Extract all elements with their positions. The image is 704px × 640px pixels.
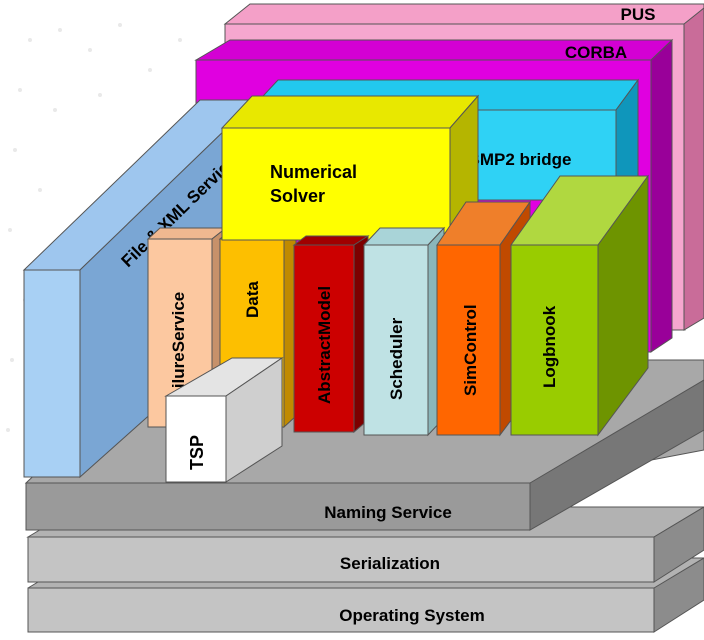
filexml-front-face (23, 269, 81, 478)
tsp-label: TSP (187, 435, 207, 470)
logbnook-side-face (597, 174, 649, 437)
block-logbnook: Logbnook (510, 174, 649, 437)
simcontrol-front-face (436, 244, 501, 436)
naming-side-face (529, 379, 704, 531)
naming-front-face (25, 482, 531, 531)
logbnook-front-face (510, 244, 599, 436)
serialization-side-face (653, 506, 704, 583)
failure-label: FailureService (169, 292, 188, 408)
abstract-front-face (293, 244, 355, 433)
naming-label: Naming Service (324, 503, 452, 522)
pus-side-face (683, 7, 704, 331)
os-label: Operating System (339, 606, 485, 625)
serialization-label: Serialization (340, 554, 440, 573)
scheduler-front-face (363, 244, 429, 436)
block-abstract-model: AbstractModel (292, 235, 370, 434)
block-scheduler: Scheduler (362, 226, 446, 437)
solver-label-line1: Numerical (270, 162, 357, 182)
block-numerical-solver: Numerical Solver (220, 94, 480, 242)
corba-side-face (650, 38, 673, 353)
solver-top-face (220, 95, 480, 129)
block-tsp: TSP (164, 357, 284, 483)
tsp-side-face (225, 357, 283, 483)
background-pattern (6, 23, 182, 432)
solver-label-line2: Solver (270, 186, 325, 206)
os-side-face (653, 557, 704, 633)
smp2-label: SMP2 bridge (469, 150, 572, 169)
block-sim-control: SimControl (436, 200, 531, 437)
solver-front-face (221, 127, 451, 241)
corba-label: CORBA (565, 43, 627, 62)
pus-label: PUS (621, 5, 656, 24)
abstract-label: AbstractModel (315, 286, 334, 404)
tsp-front-face (165, 395, 227, 483)
scheduler-label: Scheduler (387, 317, 406, 400)
data-label: Data (243, 281, 262, 318)
simcontrol-label: SimControl (461, 304, 480, 396)
logbnook-label: Logbnook (540, 305, 559, 388)
